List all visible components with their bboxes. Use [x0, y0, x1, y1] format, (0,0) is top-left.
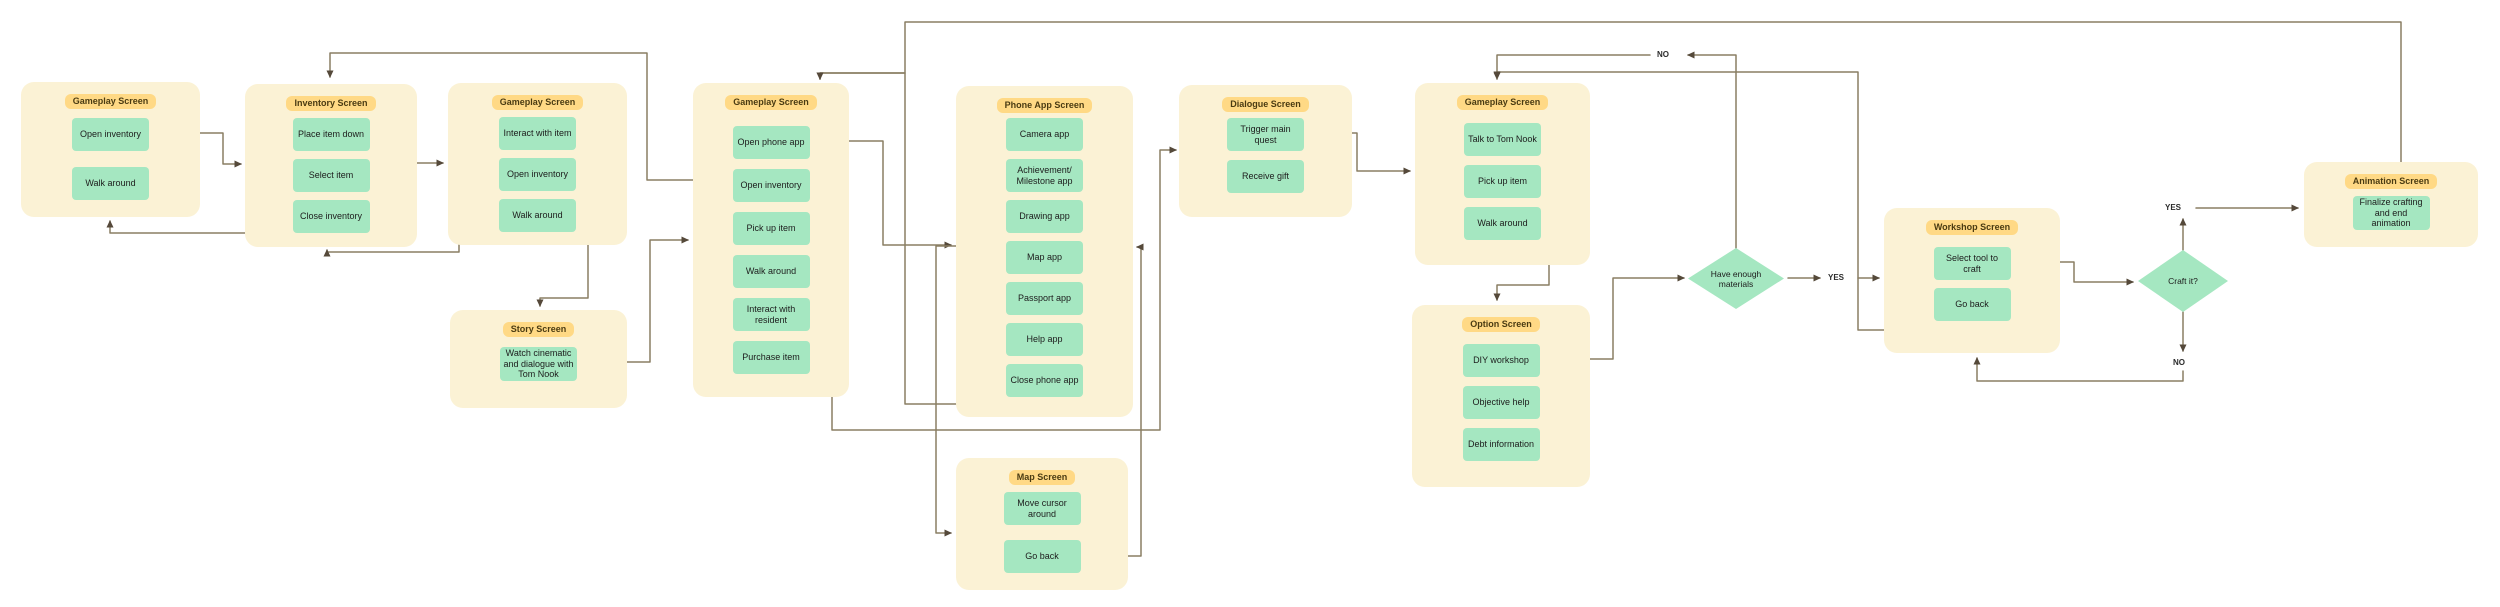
decision-label: Craft it?	[2168, 276, 2198, 286]
node-trigger-main-quest[interactable]: Trigger main quest	[1227, 118, 1304, 151]
connector	[1493, 54, 1651, 79]
node-interact-with-resident[interactable]: Interact with resident	[732, 298, 810, 331]
node-purchase-item[interactable]: Purchase item	[732, 341, 810, 374]
node-debt-information[interactable]: Debt information	[1462, 428, 1540, 461]
section-option-screen[interactable]: Option Screen DIY workshop Objective hel…	[1412, 305, 1590, 487]
node-place-item-down[interactable]: Place item down	[292, 118, 370, 151]
node-diy-workshop[interactable]: DIY workshop	[1462, 344, 1540, 377]
section-title[interactable]: Gameplay Screen	[725, 95, 817, 110]
decision-label: Have enough materials	[1710, 268, 1762, 289]
node-walk-around[interactable]: Walk around	[499, 199, 576, 232]
section-title[interactable]: Dialogue Screen	[1222, 97, 1309, 112]
section-title[interactable]: Animation Screen	[2344, 174, 2438, 189]
node-achievement-app[interactable]: Achievement/ Milestone app	[1006, 159, 1083, 192]
node-camera-app[interactable]: Camera app	[1006, 118, 1083, 151]
node-finalize-crafting[interactable]: Finalize crafting and end animation	[2352, 196, 2430, 230]
node-drawing-app[interactable]: Drawing app	[1006, 200, 1083, 233]
node-passport-app[interactable]: Passport app	[1006, 282, 1083, 315]
section-workshop-screen[interactable]: Workshop Screen Select tool to craft Go …	[1884, 208, 2060, 353]
section-story-screen[interactable]: Story Screen Watch cinematic and dialogu…	[450, 310, 627, 408]
edge-label-materials-no: NO	[1655, 50, 1671, 60]
node-talk-to-tom-nook[interactable]: Talk to Tom Nook	[1464, 123, 1541, 156]
node-help-app[interactable]: Help app	[1006, 323, 1083, 356]
section-gameplay-screen-1[interactable]: Gameplay Screen Open inventory Walk arou…	[21, 82, 200, 217]
section-title[interactable]: Gameplay Screen	[64, 94, 157, 109]
node-go-back[interactable]: Go back	[1933, 288, 2011, 321]
node-pick-up-item[interactable]: Pick up item	[1464, 165, 1541, 198]
node-open-phone-app[interactable]: Open phone app	[732, 126, 810, 159]
section-title[interactable]: Inventory Screen	[286, 96, 376, 111]
node-interact-with-item[interactable]: Interact with item	[499, 117, 576, 150]
decision-have-enough-materials[interactable]: Have enough materials	[1688, 248, 1784, 309]
section-title[interactable]: Phone App Screen	[996, 98, 1093, 113]
section-map-screen[interactable]: Map Screen Move cursor around Go back	[956, 458, 1128, 590]
connector	[1973, 357, 2184, 382]
node-open-inventory[interactable]: Open inventory	[499, 158, 576, 191]
node-map-app[interactable]: Map app	[1006, 241, 1083, 274]
section-title[interactable]: Map Screen	[1008, 470, 1076, 485]
node-select-tool-to-craft[interactable]: Select tool to craft	[1933, 247, 2011, 280]
section-inventory-screen[interactable]: Inventory Screen Place item down Select …	[245, 84, 417, 247]
node-walk-around[interactable]: Walk around	[1464, 207, 1541, 240]
section-gameplay-screen-3[interactable]: Gameplay Screen Open phone app Open inve…	[693, 83, 849, 397]
node-walk-around[interactable]: Walk around	[72, 167, 149, 200]
edge-label-craft-yes: YES	[2163, 203, 2184, 213]
connector	[1687, 51, 1737, 249]
node-go-back[interactable]: Go back	[1003, 540, 1081, 573]
section-phone-app-screen[interactable]: Phone App Screen Camera app Achievement/…	[956, 86, 1133, 417]
edge-label-craft-no: NO	[2171, 358, 2187, 368]
node-watch-cinematic[interactable]: Watch cinematic and dialogue with Tom No…	[500, 347, 577, 381]
node-select-item[interactable]: Select item	[292, 159, 370, 192]
node-open-inventory[interactable]: Open inventory	[732, 169, 810, 202]
node-walk-around[interactable]: Walk around	[732, 255, 810, 288]
section-title[interactable]: Workshop Screen	[1925, 220, 2019, 235]
section-title[interactable]: Story Screen	[502, 322, 575, 337]
section-animation-screen[interactable]: Animation Screen Finalize crafting and e…	[2304, 162, 2478, 247]
decision-craft-it[interactable]: Craft it?	[2138, 250, 2228, 312]
node-pick-up-item[interactable]: Pick up item	[732, 212, 810, 245]
section-title[interactable]: Gameplay Screen	[1456, 95, 1549, 110]
section-title[interactable]: Option Screen	[1462, 317, 1540, 332]
node-move-cursor-around[interactable]: Move cursor around	[1003, 492, 1081, 525]
node-open-inventory[interactable]: Open inventory	[72, 118, 149, 151]
section-gameplay-screen-2[interactable]: Gameplay Screen Interact with item Open …	[448, 83, 627, 245]
node-close-inventory[interactable]: Close inventory	[292, 200, 370, 233]
section-title[interactable]: Gameplay Screen	[491, 95, 584, 110]
node-objective-help[interactable]: Objective help	[1462, 386, 1540, 419]
node-close-phone-app[interactable]: Close phone app	[1006, 364, 1083, 397]
section-gameplay-screen-4[interactable]: Gameplay Screen Talk to Tom Nook Pick up…	[1415, 83, 1590, 265]
edge-label-materials-yes: YES	[1826, 273, 1847, 283]
node-receive-gift[interactable]: Receive gift	[1227, 160, 1304, 193]
section-dialogue-screen[interactable]: Dialogue Screen Trigger main quest Recei…	[1179, 85, 1352, 217]
